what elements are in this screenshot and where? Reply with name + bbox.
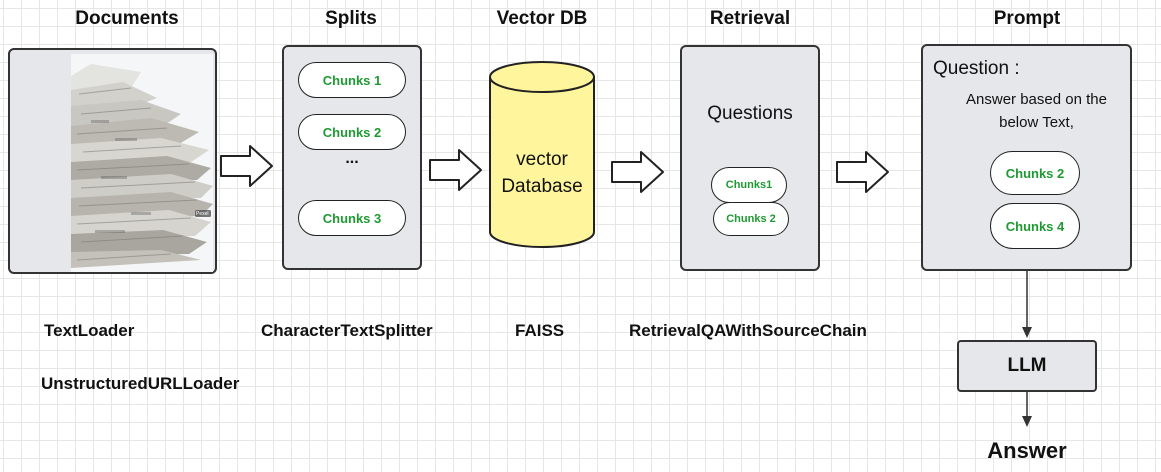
prompt-instruction-line-1: Answer based on the	[966, 91, 1107, 108]
flow-arrow-2-shape	[429, 149, 482, 191]
retrieval-chunk-1: Chunks1	[711, 167, 787, 203]
prompt-instruction-line-2: below Text,	[999, 114, 1074, 131]
retrieval-panel	[680, 45, 820, 271]
tool-label-textloader: TextLoader	[44, 321, 135, 340]
split-chunk-1: Chunks 1	[298, 62, 406, 98]
tool-label-faiss: FAISS	[515, 321, 565, 340]
split-ellipsis: ...	[345, 150, 359, 167]
flow-arrow-2	[429, 149, 482, 191]
cylinder-body	[489, 77, 595, 248]
column-title-splits: Splits	[325, 8, 377, 29]
tool-label-retrievalqawithsourcechain: RetrievalQAWithSourceChain	[629, 321, 867, 340]
image-watermark: Pexel	[196, 211, 209, 217]
flow-arrow-4	[836, 151, 889, 193]
answer-label: Answer	[987, 438, 1067, 463]
flow-arrow-1-shape	[220, 145, 273, 187]
tool-label-charactertextsplitter: CharacterTextSplitter	[261, 321, 433, 340]
split-chunk-2: Chunks 2	[298, 114, 406, 150]
newspaper-stack-image: Pexel	[71, 54, 213, 272]
llm-label: LLM	[1007, 355, 1047, 376]
vector-db-label-line-1: vector	[516, 149, 568, 170]
cylinder-top	[489, 61, 595, 93]
newspaper-stack-illustration	[71, 54, 213, 272]
column-title-retrieval: Retrieval	[709, 8, 791, 29]
tool-label-unstructuredurlloader: UnstructuredURLLoader	[41, 374, 240, 393]
documents-panel: Pexel	[8, 48, 217, 274]
prompt-to-llm-connector	[1022, 271, 1032, 338]
vector-db-label-line-2: Database	[501, 176, 583, 197]
column-title-documents: Documents	[75, 8, 179, 29]
llm-to-answer-connector	[1022, 392, 1032, 427]
vector-database-cylinder	[489, 61, 595, 248]
llm-box: LLM	[957, 340, 1097, 392]
prompt-chunk-2: Chunks 4	[990, 203, 1080, 249]
split-chunk-3: Chunks 3	[298, 200, 406, 236]
flow-arrow-3	[611, 151, 664, 193]
prompt-chunk-1: Chunks 2	[990, 151, 1080, 195]
column-title-vector-db: Vector DB	[496, 8, 588, 29]
column-title-prompt: Prompt	[993, 8, 1061, 29]
retrieval-questions-label: Questions	[707, 103, 793, 124]
flow-arrow-4-shape	[836, 151, 889, 193]
retrieval-chunk-2: Chunks 2	[713, 202, 789, 236]
flow-arrow-3-shape	[611, 151, 664, 193]
prompt-question-label: Question :	[933, 58, 1020, 79]
flow-arrow-1	[220, 145, 273, 187]
